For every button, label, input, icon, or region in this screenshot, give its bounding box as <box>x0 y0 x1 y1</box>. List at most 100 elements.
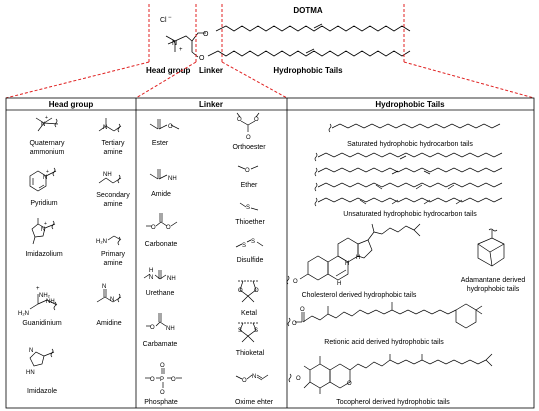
ortho-o1: O <box>237 117 242 123</box>
amide-nh: NH <box>168 176 177 182</box>
linker-thioether: S Thioether <box>235 202 265 226</box>
dashed-connectors <box>5 4 535 99</box>
label-retinoic: Retionic acid derived hydrophobic tails <box>324 339 444 346</box>
toco-o2: O <box>347 381 352 387</box>
label-saturated: Saturated hydrophobic hydrocarbon tails <box>347 141 473 148</box>
gu-nh2: NH₂ <box>39 293 51 299</box>
retinoic-o2: O <box>300 307 305 313</box>
chol-h3: H <box>337 281 341 287</box>
ester-o: O <box>168 124 173 130</box>
label-imidazolium: Imidazolium <box>25 251 63 258</box>
top-tails-label: Hydrophobic Tails <box>273 66 343 75</box>
linker-ester: O Ester <box>149 119 180 147</box>
label-primary-1: Primary <box>101 251 126 258</box>
py-nitrogen: N <box>43 175 47 181</box>
label-thioether: Thioether <box>235 219 265 226</box>
gu-h2n: H₂N <box>18 311 29 317</box>
label-guanidinium: Guanidinium <box>22 320 61 327</box>
label-carbamate: Carbamate <box>143 341 178 348</box>
gu-nh: NH <box>46 299 55 305</box>
label-quaternary-1: Quaternary <box>29 140 65 147</box>
label-ester: Ester <box>152 140 169 147</box>
label-tocopherol: Tocopherol derived hydrophobic tails <box>336 399 450 406</box>
linker-phosphate: O O P O O Phosphate <box>144 363 182 406</box>
cholesterol-structure <box>286 223 421 285</box>
label-thioketal: Thioketal <box>236 350 265 357</box>
primary-amine: H₂N Primary amine <box>96 235 126 267</box>
label-pyridium: Pyridium <box>30 200 57 207</box>
qa-plus: + <box>45 115 48 121</box>
linker-ketal: O O Ketal <box>238 280 259 317</box>
carb-o2: O <box>166 225 171 231</box>
linker-ether: O Ether <box>237 165 259 189</box>
phos-o-top: O <box>160 363 165 369</box>
label-carbonate: Carbonate <box>145 241 178 248</box>
imz-hn: HN <box>26 370 35 376</box>
tertiary-amine: N Tertiary amine <box>98 118 125 156</box>
ketal-o1: O <box>238 288 243 294</box>
label-secondary-1: Secondary <box>96 192 130 199</box>
disulfide-s2: S <box>251 239 255 245</box>
top-linker-label: Linker <box>199 66 223 75</box>
label-ether: Ether <box>241 182 258 189</box>
linker-disulfide: S S Disulfide <box>235 239 264 264</box>
thioketal-s1: S <box>238 328 242 334</box>
label-cholesterol: Cholesterol derived hydrophobic tails <box>302 292 417 299</box>
disulfide-s1: S <box>242 243 246 249</box>
label-orthoester: Orthoester <box>232 144 266 151</box>
linker-carbonate: O O Carbonate <box>145 213 178 248</box>
saturated-tail <box>328 123 501 133</box>
top-head-group-label: Head group <box>146 66 191 75</box>
oxime-n: N <box>252 374 256 380</box>
ureth-h: H <box>149 268 153 274</box>
phos-o-left: O <box>150 377 155 383</box>
linker-urethane: H N NH Urethane <box>143 268 176 297</box>
chloride-label: Cl <box>160 17 167 24</box>
label-adamantane-1: Adamantane derived <box>461 277 526 284</box>
dotma-title: DOTMA <box>293 6 323 15</box>
linker-orthoester: O O O Orthoester <box>232 112 266 151</box>
imidazolium: N + Imidazolium <box>25 218 63 258</box>
secondary-amine: NH Secondary amine <box>96 172 130 208</box>
qa-nitrogen: N <box>41 122 45 128</box>
label-unsaturated: Unsaturated hydrophobic hydrocarbon tail… <box>343 211 477 218</box>
label-imidazole: Imidazole <box>27 388 57 395</box>
label-amidine: Amidine <box>96 320 121 327</box>
linker-carbamate: O NH Carbamate <box>143 313 178 348</box>
linker-oxime-ether: O N Oxime ehter <box>235 374 274 406</box>
label-urethane: Urethane <box>146 290 175 297</box>
panel-head-group-title: Head group <box>49 100 94 109</box>
dotma-plus: + <box>179 47 183 53</box>
am-nitrogen-2: N <box>110 297 114 303</box>
amidine: N N Amidine <box>96 284 121 327</box>
carbam-o: O <box>150 325 155 331</box>
panel-tails-title: Hydrophobic Tails <box>375 100 445 109</box>
py-plus: + <box>46 169 49 175</box>
guanidinium: + NH₂ H₂N NH Guanidinium <box>18 286 62 327</box>
thioketal-s2: S <box>254 328 258 334</box>
linker-thioketal: S S Thioketal <box>236 322 265 357</box>
carb-o1: O <box>151 225 156 231</box>
label-tertiary-2: amine <box>103 149 122 156</box>
dotma-oxygen-2: O <box>199 55 205 62</box>
tocopherol-structure <box>288 353 493 394</box>
phos-p: P <box>160 377 164 383</box>
quaternary-ammonium: N + Quaternary ammonium <box>29 115 65 156</box>
label-tertiary-1: Tertiary <box>102 140 125 147</box>
label-ketal: Ketal <box>241 310 257 317</box>
toco-o1: O <box>296 376 301 382</box>
ortho-o2: O <box>254 117 259 123</box>
adamantane-structure <box>477 228 505 267</box>
retinoic-acid-structure <box>287 302 483 329</box>
label-adamantane-2: hydrophobic tails <box>467 286 520 293</box>
ta-nitrogen: N <box>103 125 107 131</box>
retinoic-o1: O <box>292 321 297 327</box>
gu-plus: + <box>36 286 40 292</box>
am-nitrogen: N <box>102 284 106 290</box>
label-oxime-ether: Oxime ehter <box>235 399 274 406</box>
thioether-s: S <box>246 205 250 211</box>
imidazole: N HN Imidazole <box>26 348 57 395</box>
im-nitrogen: N <box>41 227 45 233</box>
